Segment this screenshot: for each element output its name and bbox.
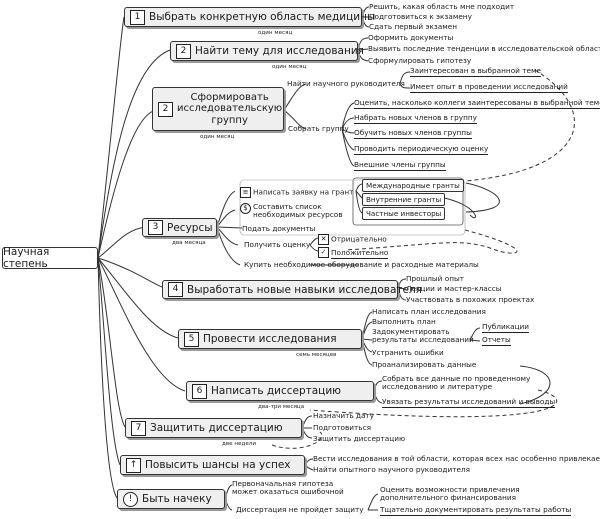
arrow-up-icon: ↑ (126, 457, 141, 473)
be-aware-sub-1: Оценить возможности привлечения дополнит… (380, 485, 520, 503)
group-item-5: Внешние члены группы (354, 160, 446, 172)
chances-item-2: Найти опытного научного руководителя (313, 465, 471, 474)
step-4-node: 4 Выработать новые навыки исследователя (162, 280, 422, 299)
group-item-4: Проводить периодическую оценку (354, 144, 489, 156)
review-negative: ✕Отрицательно (318, 234, 387, 245)
step-4-item-1: Прошлый опыт (406, 274, 464, 283)
be-aware-item-2: Диссертация не пройдет защиту (236, 505, 364, 514)
step-3-label: Ресурсы (167, 221, 213, 234)
step-5-number-badge: 5 (184, 331, 199, 347)
step-team-number: 2 (158, 101, 173, 117)
output-reports: Отчеты (482, 335, 511, 347)
step-1-label: Выбрать конкретную область медицины (149, 11, 376, 23)
step-6-duration: два-три месяца (258, 404, 305, 410)
step-team-duration: один месяц (200, 134, 235, 140)
output-publications: Публикации (482, 322, 530, 334)
step-5-item-2: Выполнить план (372, 317, 436, 326)
step-3-node: 3 Ресурсы (142, 218, 217, 237)
chances-label: Повысить шансы на успех (145, 459, 291, 471)
grant-item-3: Частные инвесторы (362, 207, 446, 220)
group-item-2: Набрать новых членов в группу (354, 113, 477, 125)
be-aware-sub-2: Тщательно документировать результаты раб… (380, 505, 572, 517)
step-2-item-3: Сформулировать гипотезу (368, 56, 472, 65)
chances-item-1: Вести исследования в той области, котора… (313, 454, 600, 463)
step-6-item-2: Увязать результаты исследований и выводы (382, 397, 556, 409)
step-1-number: 1 (130, 9, 145, 25)
step-1-item-1: Решить, какая область мне подходит (369, 2, 515, 11)
step-3-number: 3 (148, 220, 163, 235)
step-1-duration: один месяц (258, 30, 293, 36)
step-2-duration: один месяц (272, 64, 307, 70)
step-4-item-3: Участвовать в похожих проектах (406, 295, 535, 304)
step-6-item-1: Собрать все данные по проведенному иссле… (382, 374, 531, 392)
buy-equipment: Купить необходимое оборудование и расход… (244, 260, 479, 269)
step-2-node: 2 Найти тему для исследования (170, 41, 364, 61)
step-2-item-2: Выявить последние тенденции в исследоват… (368, 44, 600, 53)
warning-icon: ! (123, 491, 138, 507)
grant-item-2: Внутренние гранты (362, 193, 446, 206)
step-2-item-1: Оформить документы (368, 33, 454, 42)
advisor-item-2: Имеет опыт в проведении исследований (410, 82, 568, 94)
chances-node: ↑ Повысить шансы на успех (120, 455, 305, 475)
grant-label: ≡Написать заявку на грант (240, 187, 353, 198)
step-1-item-2: Подготовиться к экзамену (369, 12, 472, 21)
dollar-icon: $ (240, 203, 251, 214)
review-positive: ✓Положительно (318, 247, 389, 259)
grant-item-1: Международные гранты (362, 179, 464, 192)
cross-icon: ✕ (318, 234, 329, 245)
step-4-item-2: Лекции и мастер-классы (406, 284, 502, 293)
advisor-item-1: Заинтересован в выбранной теме (410, 66, 541, 78)
step-7-item-3: Защитить диссертацию (313, 434, 406, 443)
resources-list: $ Составить список необходимых ресурсов (240, 202, 343, 219)
document-icon: ≡ (240, 187, 251, 198)
group-label: Собрать группу (288, 124, 349, 133)
step-1-item-3: Сдать первый экзамен (369, 22, 458, 31)
step-5-label: Провести исследования (203, 333, 337, 345)
step-7-label: Защитить диссертацию (150, 422, 283, 434)
step-5-item-4: Устранить ошибки (372, 348, 444, 357)
step-4-label: Выработать новые навыки исследователя (187, 283, 422, 296)
check-icon: ✓ (318, 247, 329, 258)
review-label: Получить оценку (244, 240, 311, 249)
step-7-item-2: Подготовиться (313, 423, 372, 432)
group-item-3: Обучить новых членов группы (354, 128, 472, 140)
step-2-number: 2 (176, 43, 191, 59)
root-node: Научная степень (2, 246, 98, 270)
step-7-item-1: Назначить дату (313, 411, 375, 420)
group-item-1: Оценить, насколько коллеги заинтересован… (354, 98, 600, 110)
step-5-item-3: Задокументировать результаты исследовани… (372, 327, 474, 345)
step-7-node: 7 Защитить диссертацию (125, 418, 302, 438)
step-team-label: Сформировать исследовательскую группу (177, 91, 283, 126)
be-aware-label: Быть начеку (142, 493, 212, 505)
step-2-label: Найти тему для исследования (195, 45, 364, 57)
step-5-item-1: Написать план исследования (372, 307, 486, 316)
step-6-number: 6 (192, 383, 207, 399)
step-6-node: 6 Написать диссертацию (186, 381, 374, 401)
step-5-item-5: Проанализировать данные (372, 360, 477, 369)
step-6-label: Написать диссертацию (211, 385, 341, 397)
be-aware-item-1: Первоначальная гипотеза может оказаться … (232, 479, 344, 497)
step-3-duration: два месяца (172, 240, 206, 246)
step-7-duration: две недели (222, 441, 257, 447)
submit-docs: Подать документы (242, 224, 316, 233)
step-5-node: 4 5 Провести исследования (178, 329, 362, 349)
be-aware-node: ! Быть начеку (117, 489, 225, 509)
step-5-duration: семь месяцев (296, 352, 337, 358)
step-4-number: 4 (168, 282, 183, 297)
step-team-node: 2 Сформировать исследовательскую группу (152, 87, 284, 131)
advisor-label: Найти научного руководителя (287, 79, 405, 88)
step-7-number: 7 (131, 420, 146, 436)
step-1-node: 1 Выбрать конкретную область медицины (124, 7, 375, 27)
